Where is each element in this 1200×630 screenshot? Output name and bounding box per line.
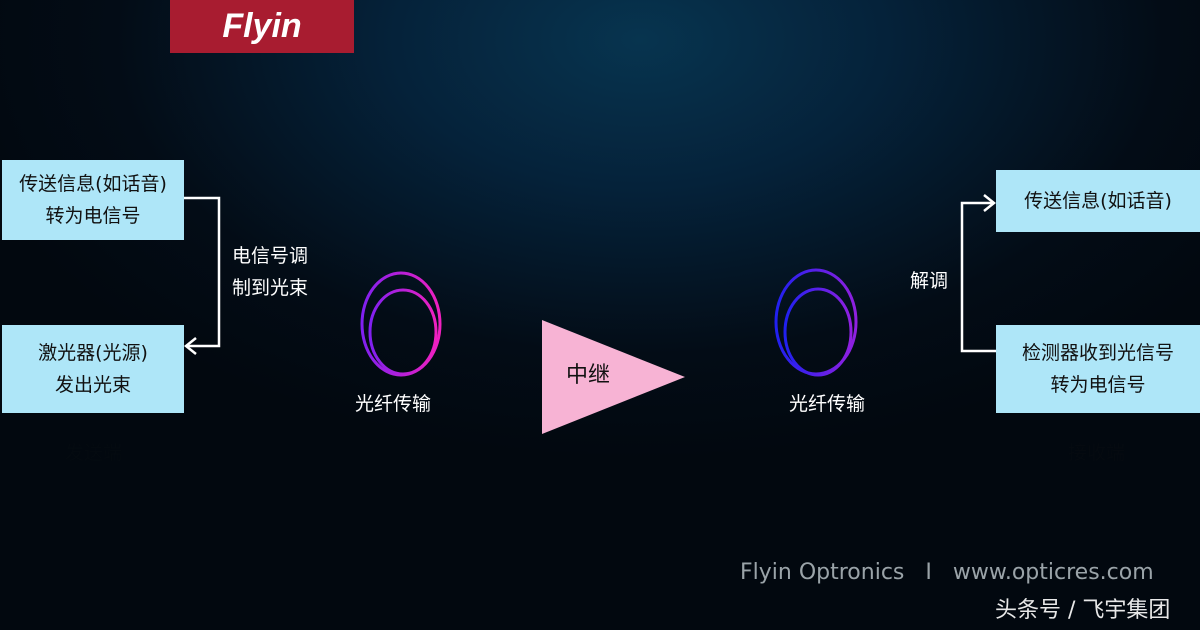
sender-source-line2: 转为电信号	[45, 205, 141, 227]
demodulate-arrow	[960, 201, 996, 353]
detector-line2: 转为电信号	[1050, 374, 1146, 396]
sender-source-box: 传送信息(如话音) 转为电信号	[2, 160, 184, 240]
footer-website: www.opticres.com	[952, 560, 1154, 585]
repeater-triangle	[542, 320, 685, 434]
footer-company: Flyin Optronics I www.opticres.com	[740, 558, 1154, 588]
laser-line1: 激光器(光源)	[38, 342, 148, 364]
fiber-label-1: 光纤传输	[355, 393, 432, 415]
laser-line2: 发出光束	[54, 374, 131, 396]
repeater-label: 中继	[566, 363, 611, 388]
fiber-label-2: 光纤传输	[789, 393, 866, 415]
modulate-line2: 制到光束	[232, 277, 309, 299]
receiver-output-box: 传送信息(如话音)	[996, 170, 1200, 232]
modulate-label: 电信号调 制到光束	[232, 240, 308, 304]
receiver-output-text: 传送信息(如话音)	[1024, 190, 1172, 212]
sender-source-line1: 传送信息(如话音)	[19, 173, 167, 195]
modulate-arrow	[184, 196, 221, 348]
footer-separator: I	[925, 560, 932, 585]
detector-line1: 检测器收到光信号	[1021, 342, 1174, 364]
modulate-line1: 电信号调	[232, 245, 309, 267]
flyin-logo: Flyin	[170, 0, 354, 53]
footer-company-name: Flyin Optronics	[740, 560, 905, 585]
laser-box: 激光器(光源) 发出光束	[2, 325, 184, 413]
sender-end-label: 发送端	[65, 442, 123, 464]
detector-box: 检测器收到光信号 转为电信号	[996, 325, 1200, 413]
watermark: 头条号 / 飞宇集团	[995, 598, 1171, 623]
receiver-end-label: 接收端	[1068, 442, 1126, 464]
demodulate-label: 解调	[910, 270, 949, 292]
